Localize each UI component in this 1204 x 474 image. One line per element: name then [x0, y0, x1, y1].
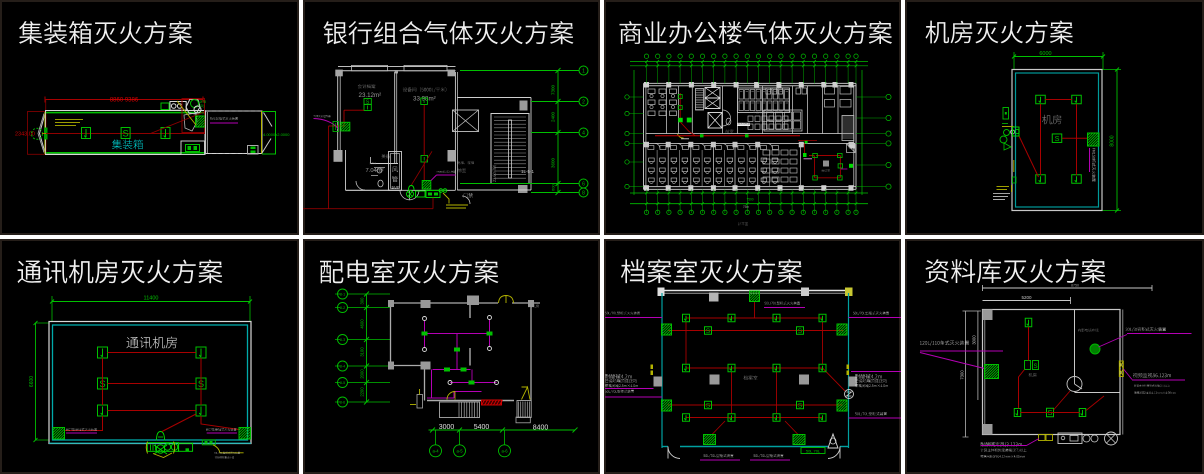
svg-text:1: 1	[582, 68, 585, 74]
svg-text:S: S	[1055, 134, 1060, 143]
svg-text:S: S	[1033, 364, 1037, 370]
svg-text:6000: 6000	[1039, 51, 1051, 57]
svg-text:S: S	[366, 99, 370, 105]
svg-text:5VF: 5VF	[392, 185, 401, 190]
svg-text:3100: 3100	[360, 347, 365, 357]
svg-text:2400: 2400	[551, 111, 556, 122]
svg-text:8-4: 8-4	[340, 365, 345, 369]
svg-text:8400: 8400	[533, 425, 549, 432]
svg-text:5200: 5200	[1021, 295, 1032, 300]
svg-text:2343.00: 2343.00	[15, 132, 35, 138]
svg-text:S: S	[706, 328, 710, 335]
svg-text:8-6: 8-6	[340, 401, 345, 405]
svg-text:5400: 5400	[474, 424, 490, 431]
svg-text:2000: 2000	[360, 369, 365, 379]
svg-text:4.0000x2.0000: 4.0000x2.0000	[263, 132, 290, 137]
svg-text:8860 9386: 8860 9386	[110, 98, 139, 104]
svg-text:7300: 7300	[551, 84, 556, 95]
svg-text:300: 300	[360, 297, 365, 305]
svg-text:23.12m²: 23.12m²	[359, 92, 382, 99]
svg-text:8750: 8750	[1071, 284, 1079, 288]
svg-text:11400: 11400	[144, 296, 159, 302]
svg-text:1L-5-1: 1L-5-1	[521, 169, 535, 174]
svg-text:2200: 2200	[360, 387, 365, 397]
svg-text:33.98m²: 33.98m²	[413, 96, 436, 103]
svg-text:3000: 3000	[972, 335, 977, 345]
svg-text:a-6: a-6	[501, 449, 508, 454]
svg-text:3000: 3000	[439, 424, 455, 431]
svg-text:4600: 4600	[360, 319, 365, 329]
svg-text:Ø78: Ø78	[200, 100, 207, 104]
svg-text:S: S	[798, 328, 802, 335]
svg-text:2: 2	[582, 99, 585, 105]
svg-text:50L 70L: 50L 70L	[806, 448, 821, 453]
svg-text:8-3: 8-3	[340, 338, 345, 342]
svg-text:6: 6	[582, 181, 585, 187]
svg-text:75m: 75m	[743, 205, 750, 209]
svg-text:7500: 7500	[746, 198, 753, 202]
svg-text:8-2: 8-2	[340, 306, 345, 310]
svg-text:7.04m²: 7.04m²	[366, 168, 384, 174]
svg-text:S: S	[122, 129, 128, 139]
svg-text:4: 4	[582, 130, 585, 136]
svg-text:(D): (D)	[200, 104, 205, 108]
svg-text:S: S	[798, 402, 802, 409]
svg-text:6600: 6600	[29, 376, 35, 387]
svg-text:8: 8	[582, 190, 585, 196]
svg-text:S: S	[706, 402, 710, 409]
svg-text:3600: 3600	[551, 157, 556, 168]
svg-text:600: 600	[551, 184, 556, 191]
svg-text:8-5: 8-5	[340, 381, 345, 385]
svg-text:a-4: a-4	[432, 449, 439, 454]
svg-text:8-1: 8-1	[340, 293, 345, 297]
svg-text:8000: 8000	[1110, 135, 1116, 146]
svg-text:7300: 7300	[960, 370, 965, 380]
svg-text:a-5: a-5	[456, 449, 463, 454]
